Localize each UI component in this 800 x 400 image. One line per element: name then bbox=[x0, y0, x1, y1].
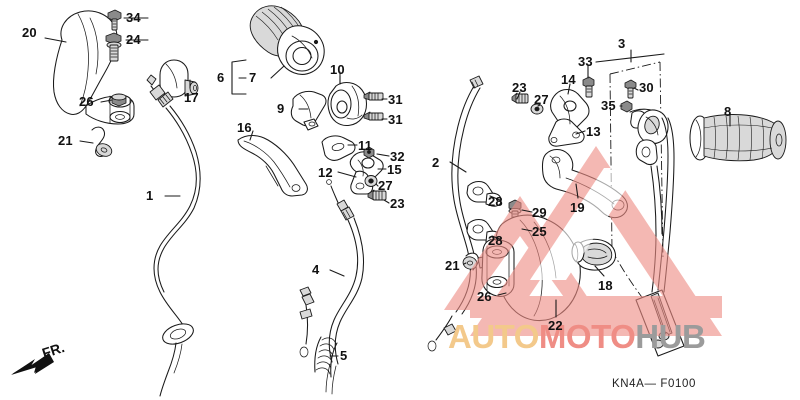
callout-7: 7 bbox=[249, 70, 257, 85]
callout-1: 1 bbox=[146, 188, 154, 203]
callout-23-right: 23 bbox=[512, 80, 527, 95]
callout-3: 3 bbox=[618, 36, 626, 51]
callout-32: 32 bbox=[390, 149, 405, 164]
callout-17: 17 bbox=[184, 90, 199, 105]
part-throttle-grip-7 bbox=[249, 5, 325, 75]
part-bolt-33 bbox=[582, 76, 595, 98]
callout-15: 15 bbox=[387, 162, 402, 177]
callout-25: 25 bbox=[532, 224, 547, 239]
callout-23-left: 23 bbox=[390, 196, 405, 211]
callout-27-left: 27 bbox=[378, 178, 393, 193]
part-cable-boot-17 bbox=[159, 59, 199, 98]
footer-part-code: KN4A— F0100 bbox=[612, 378, 696, 390]
callout-18: 18 bbox=[598, 278, 613, 293]
part-bolt-23-left bbox=[367, 189, 387, 201]
watermark-part-hub: HUB bbox=[635, 318, 706, 355]
part-bolt-24 bbox=[105, 32, 122, 62]
callout-26-right: 26 bbox=[477, 289, 492, 304]
callout-13: 13 bbox=[586, 124, 601, 139]
callout-35: 35 bbox=[601, 98, 616, 113]
watermark-part-auto: AUTO bbox=[448, 318, 539, 355]
callout-21-right: 21 bbox=[445, 258, 460, 273]
part-throttle-housing-9 bbox=[290, 90, 327, 131]
part-bolt-34 bbox=[107, 9, 122, 31]
part-throttle-housing-10 bbox=[327, 71, 368, 127]
part-washer-27-right bbox=[530, 103, 544, 115]
part-hotstart-lever-13 bbox=[548, 88, 590, 147]
callout-30: 30 bbox=[639, 80, 654, 95]
callout-28-b: 28 bbox=[488, 233, 503, 248]
part-screw-30 bbox=[624, 79, 637, 99]
part-nut-35 bbox=[620, 100, 633, 113]
part-nut-32 bbox=[363, 146, 375, 159]
part-bolt-23-right bbox=[511, 92, 529, 104]
part-screw-31-b bbox=[363, 111, 384, 121]
part-washer-27-left bbox=[364, 175, 378, 187]
callout-20: 20 bbox=[22, 25, 37, 40]
callout-29: 29 bbox=[532, 205, 547, 220]
callout-26-left: 26 bbox=[79, 94, 94, 109]
callout-27-right: 27 bbox=[534, 92, 549, 107]
callout-10: 10 bbox=[330, 62, 345, 77]
callout-19: 19 bbox=[570, 200, 585, 215]
callout-28-a: 28 bbox=[488, 194, 503, 209]
callout-11: 11 bbox=[358, 138, 373, 153]
orientation-marker: FR. bbox=[8, 339, 88, 384]
watermark-part-moto: MOTO bbox=[538, 318, 636, 355]
part-nut-26-left bbox=[111, 93, 127, 107]
callout-6: 6 bbox=[217, 70, 225, 85]
callout-12: 12 bbox=[318, 165, 333, 180]
callout-22: 22 bbox=[548, 318, 563, 333]
callout-31-a: 31 bbox=[388, 92, 403, 107]
callout-21-left: 21 bbox=[58, 133, 73, 148]
part-lever-holder-11 bbox=[321, 135, 356, 161]
part-spring-5 bbox=[314, 336, 338, 378]
part-clutch-cable-1 bbox=[146, 74, 201, 397]
callout-34: 34 bbox=[126, 10, 141, 25]
part-clutch-lever-16 bbox=[237, 134, 308, 197]
callout-8: 8 bbox=[724, 104, 732, 119]
callout-2: 2 bbox=[432, 155, 440, 170]
callout-14: 14 bbox=[561, 72, 576, 87]
watermark-text: AUTOMOTOHUB bbox=[448, 318, 706, 356]
callout-24: 24 bbox=[126, 32, 141, 47]
callout-33: 33 bbox=[578, 54, 593, 69]
callout-4: 4 bbox=[312, 262, 320, 277]
part-screw-31-a bbox=[363, 91, 384, 101]
callout-16: 16 bbox=[237, 120, 252, 135]
callout-31-b: 31 bbox=[388, 112, 403, 127]
callout-9: 9 bbox=[277, 101, 285, 116]
callout-5: 5 bbox=[340, 348, 348, 363]
part-clip-21-left bbox=[91, 126, 113, 157]
